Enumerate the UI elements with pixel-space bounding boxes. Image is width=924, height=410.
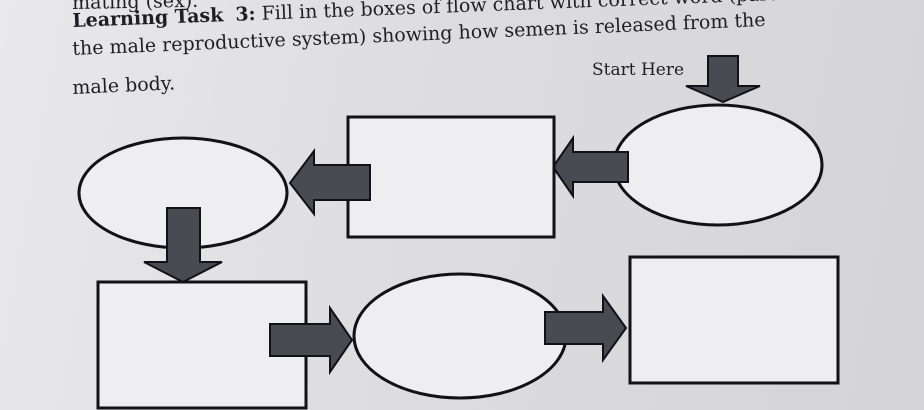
start-here-label: Start Here xyxy=(592,60,685,80)
arrow-right-2 xyxy=(544,292,628,364)
arrow-left-1 xyxy=(551,134,629,200)
blank-box-1[interactable] xyxy=(346,115,556,239)
blank-oval-3[interactable] xyxy=(352,272,568,400)
start-down-arrow xyxy=(685,55,761,104)
blank-box-3[interactable] xyxy=(628,255,840,385)
arrow-left-2 xyxy=(288,148,371,217)
arrow-down-1 xyxy=(143,207,223,284)
blank-oval-1[interactable] xyxy=(612,103,824,227)
arrow-right-1 xyxy=(269,304,354,376)
